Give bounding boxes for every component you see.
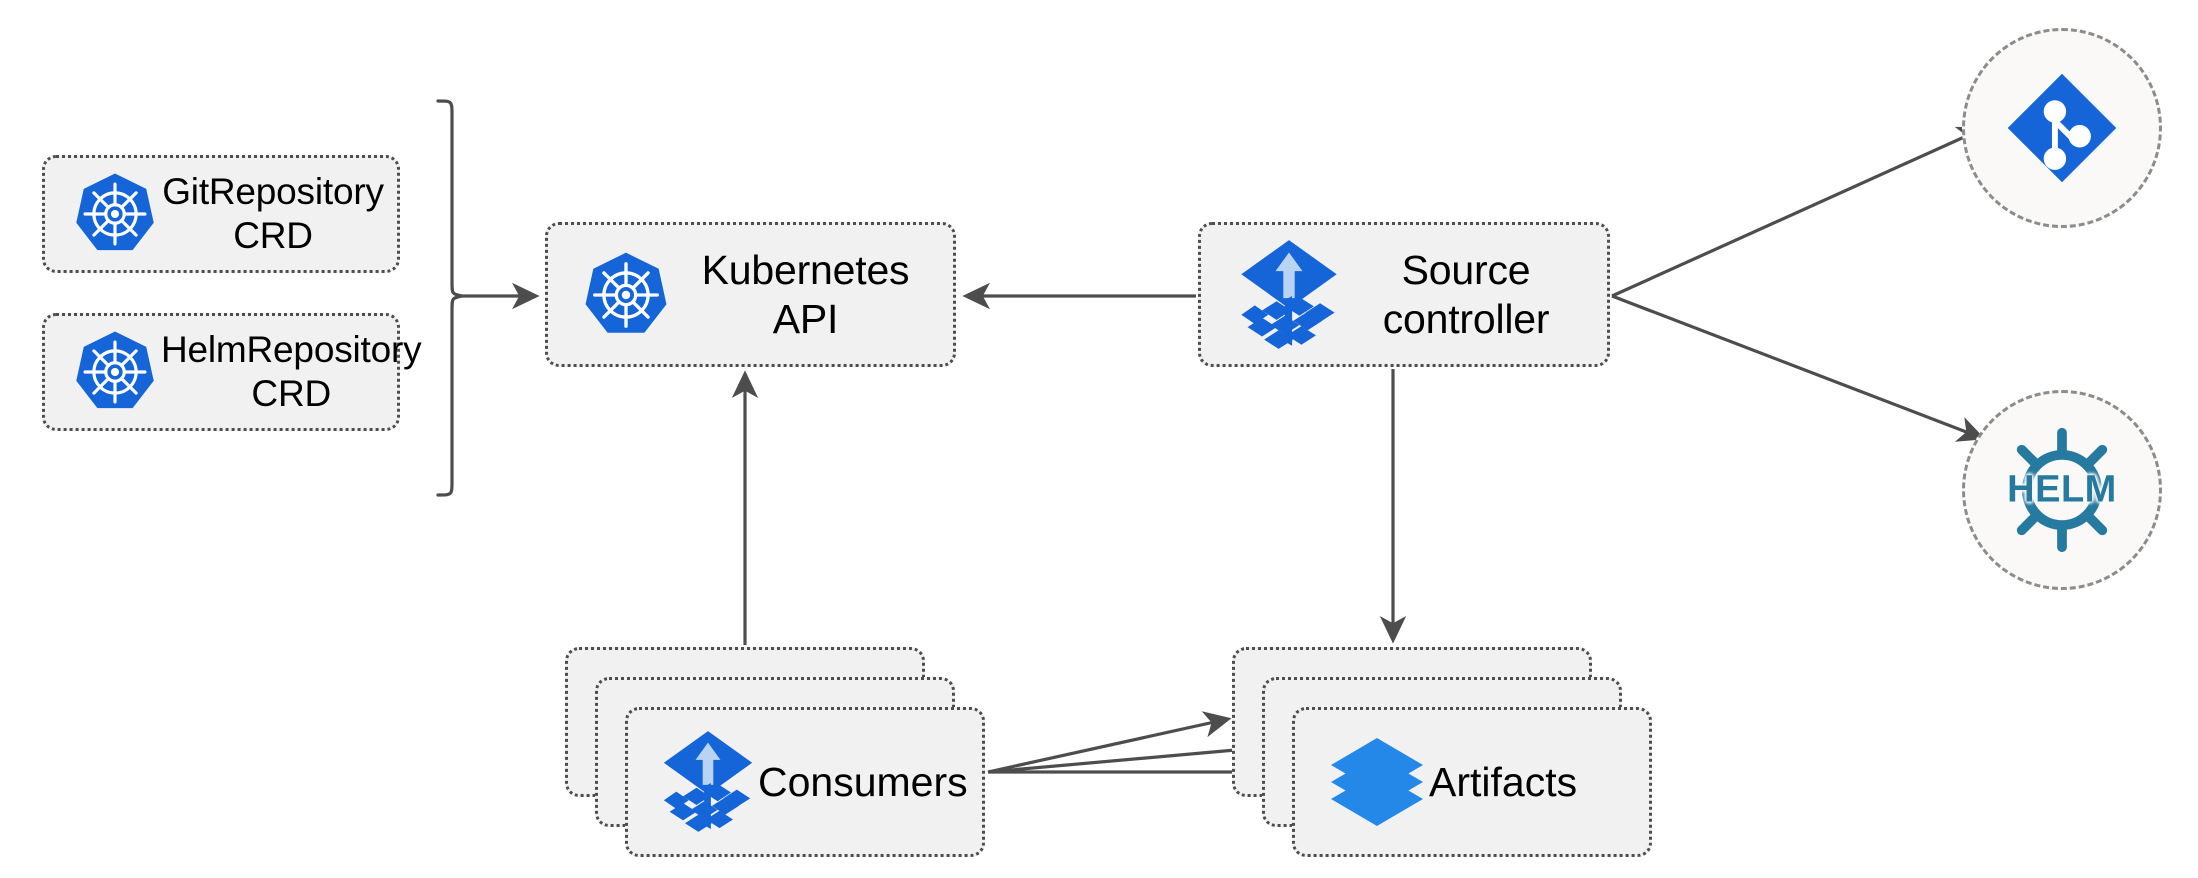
edge-consumers-to-artifact-1 <box>987 711 1232 774</box>
node-gitrepository-crd[interactable]: GitRepository CRD <box>42 155 400 273</box>
kubernetes-icon <box>578 247 674 343</box>
helm-wordmark: HELM <box>2007 468 2117 511</box>
node-helmrepository-crd[interactable]: HelmRepository CRD <box>42 313 422 431</box>
node-label: Source controller <box>1382 247 1550 342</box>
layers-icon <box>1325 730 1429 834</box>
node-artifacts-stack[interactable]: Artifacts <box>1232 647 1652 867</box>
endpoint-git[interactable] <box>1962 28 2162 228</box>
helm-icon: HELM <box>1997 425 2127 555</box>
kubernetes-icon <box>69 326 161 418</box>
node-source-controller[interactable]: Source controller <box>1198 222 1610 367</box>
edge-consumers-to-artifact-2 <box>987 736 1262 774</box>
flux-icon <box>1235 236 1343 354</box>
node-label: Artifacts <box>1429 758 1578 805</box>
edge-source-to-helm <box>1611 294 1986 442</box>
node-label: Consumers <box>758 758 968 805</box>
node-label: HelmRepository CRD <box>161 329 422 414</box>
node-consumers-stack[interactable]: Consumers <box>565 647 985 867</box>
git-icon <box>2003 69 2121 187</box>
node-label: GitRepository CRD <box>162 171 384 256</box>
artifacts-card-front[interactable]: Artifacts <box>1292 707 1652 857</box>
endpoint-helm[interactable]: HELM <box>1962 390 2162 590</box>
node-kubernetes-api[interactable]: Kubernetes API <box>545 222 956 367</box>
edge-crd-brace <box>436 99 540 497</box>
kubernetes-icon <box>69 168 161 260</box>
node-label: Kubernetes API <box>701 247 910 342</box>
flux-icon <box>658 727 758 837</box>
consumers-card-front[interactable]: Consumers <box>625 707 985 857</box>
edge-source-to-git <box>1611 126 1986 298</box>
